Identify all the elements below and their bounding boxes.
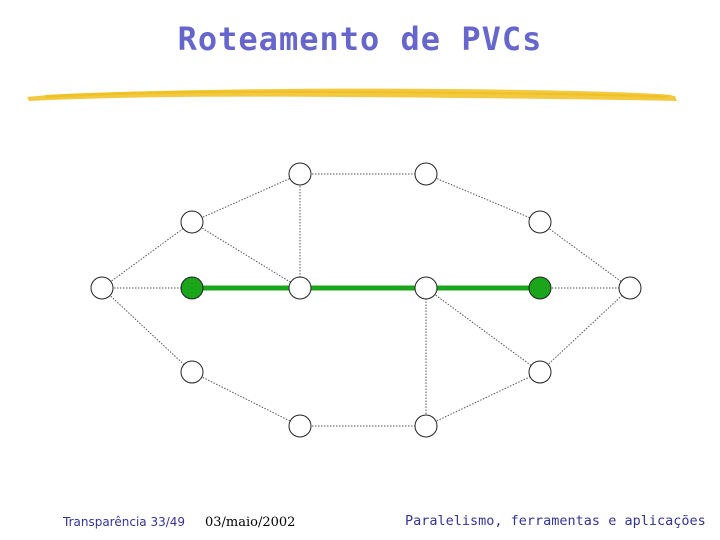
network-link bbox=[102, 222, 192, 288]
pvc-endpoint-node bbox=[529, 277, 551, 299]
network-node bbox=[529, 361, 551, 383]
edge-layer bbox=[102, 174, 630, 426]
slide-date: 03/maio/2002 bbox=[205, 515, 295, 530]
network-node bbox=[91, 277, 113, 299]
course-title: Paralelismo, ferramentas e aplicações bbox=[405, 513, 706, 529]
network-node bbox=[289, 415, 311, 437]
network-link bbox=[102, 288, 192, 372]
network-node bbox=[529, 211, 551, 233]
network-link bbox=[426, 174, 540, 222]
network-node bbox=[181, 361, 203, 383]
network-link bbox=[540, 222, 630, 288]
network-node bbox=[289, 163, 311, 185]
network-link bbox=[426, 372, 540, 426]
slide-number: Transparência 33/49 bbox=[63, 515, 185, 529]
node-layer bbox=[91, 163, 641, 437]
network-link bbox=[540, 288, 630, 372]
network-link bbox=[192, 372, 300, 426]
network-node bbox=[181, 211, 203, 233]
network-node bbox=[415, 415, 437, 437]
pvc-endpoint-node bbox=[181, 277, 203, 299]
network-node bbox=[415, 277, 437, 299]
network-link bbox=[192, 174, 300, 222]
network-link bbox=[192, 222, 300, 288]
network-link bbox=[426, 288, 540, 372]
network-node bbox=[619, 277, 641, 299]
network-node bbox=[289, 277, 311, 299]
network-node bbox=[415, 163, 437, 185]
